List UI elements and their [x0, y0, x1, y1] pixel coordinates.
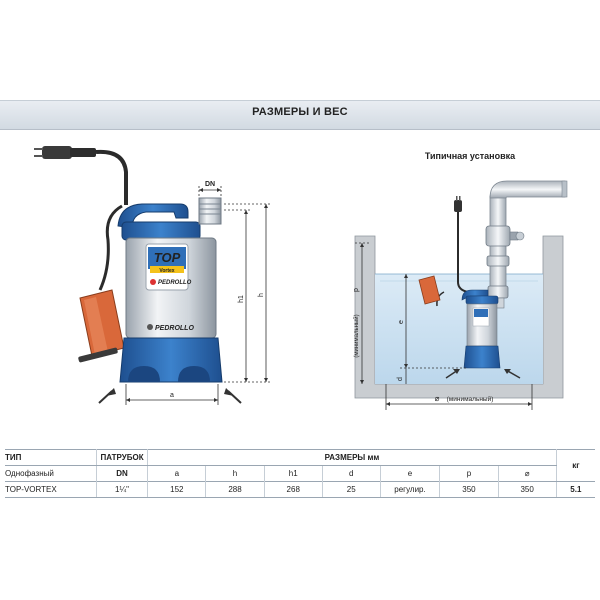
row-a: 152	[147, 481, 206, 498]
col-outlet: ПАТРУБОК	[95, 449, 148, 466]
row-d: 25	[321, 481, 381, 498]
col-weight: кг	[555, 449, 595, 482]
table-header-row: ТИП ПАТРУБОК РАЗМЕРЫ мм кг	[5, 449, 595, 482]
table-subheader-row: Однофазный DN a h h1 d e p ⌀	[5, 465, 595, 482]
section-title: РАЗМЕРЫ И ВЕС	[252, 106, 348, 118]
specs-table: ТИП ПАТРУБОК РАЗМЕРЫ мм кг Однофазный DN…	[5, 449, 595, 498]
col-type: ТИП	[5, 449, 97, 466]
pump-dimensions	[125, 186, 272, 405]
row-h: 288	[205, 481, 265, 498]
install-arrow-icons	[360, 243, 532, 406]
brand-sub: Vortex	[159, 268, 174, 274]
row-e: регулир.	[379, 481, 440, 498]
sub-outlet: DN	[95, 465, 148, 482]
row-h1: 268	[263, 481, 323, 498]
dim-d: d	[397, 377, 404, 381]
row-kg: 5.1	[555, 481, 595, 498]
row-diameter: 350	[497, 481, 557, 498]
phase-label: Однофазный	[5, 469, 54, 478]
arrow-icons	[98, 188, 268, 404]
dim-p: p	[353, 288, 360, 292]
dimension-drawing: TOP Vortex PEDROLLO PEDROLLO	[34, 146, 568, 410]
sub-e: e	[379, 465, 440, 482]
dim-a: a	[170, 392, 174, 399]
dim-h1: h1	[238, 295, 245, 303]
float-switch-icon	[78, 289, 125, 363]
dim-e: e	[398, 320, 405, 324]
row-p: 350	[439, 481, 499, 498]
sub-h: h	[205, 465, 265, 482]
body-logo: PEDROLLO	[155, 325, 194, 332]
label-logo: PEDROLLO	[158, 280, 192, 286]
installation-dimensions	[355, 242, 533, 410]
col-dimensions: РАЗМЕРЫ мм	[147, 449, 557, 466]
row-dn: 1¼"	[95, 481, 148, 498]
plug-icon	[34, 146, 96, 159]
dim-dn: DN	[205, 181, 215, 188]
install-title: Типичная установка	[424, 151, 516, 161]
title-band	[0, 100, 600, 130]
table-row: TOP-VORTEX 1¼" 152 288 268 25 регулир. 3…	[5, 481, 595, 498]
pump-illustration: TOP Vortex PEDROLLO PEDROLLO	[34, 146, 223, 383]
installation-diagram	[354, 180, 568, 399]
sub-d: d	[321, 465, 381, 482]
sub-p: p	[439, 465, 499, 482]
dim-diameter: ⌀	[435, 394, 440, 403]
dim-p-note: (минимальный)	[353, 314, 360, 357]
sub-a: a	[147, 465, 206, 482]
dim-h: h	[258, 293, 265, 297]
brand-top: TOP	[154, 250, 181, 265]
sub-diameter: ⌀	[497, 465, 557, 482]
dim-diameter-note: (минимальный)	[447, 395, 494, 403]
row-model: TOP-VORTEX	[5, 481, 97, 498]
sub-h1: h1	[263, 465, 323, 482]
